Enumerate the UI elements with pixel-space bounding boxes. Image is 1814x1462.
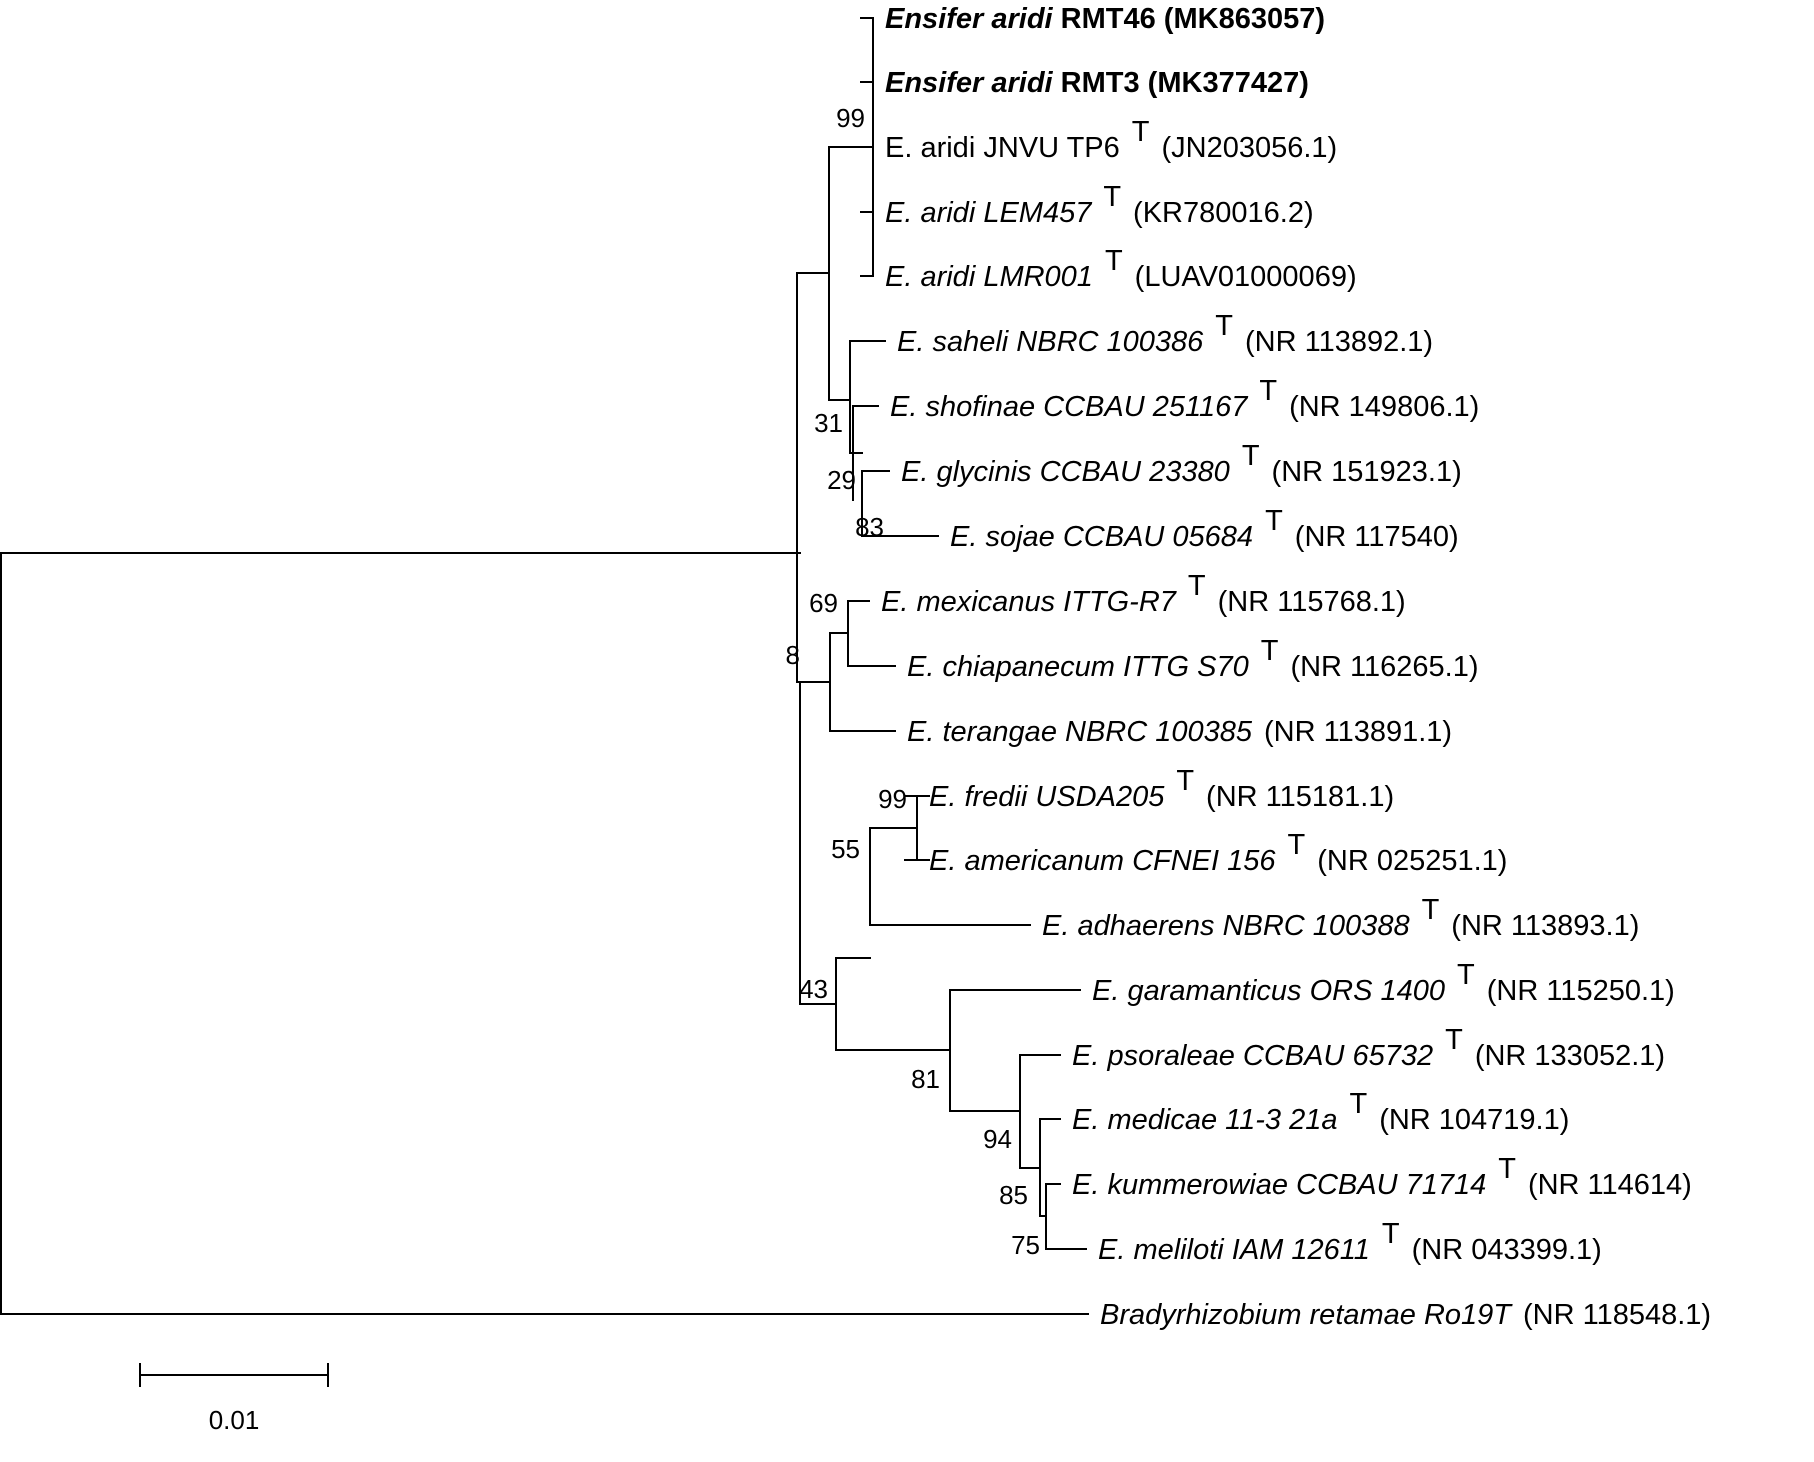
type-strain-marker: T — [1259, 375, 1277, 407]
bootstrap-value: 75 — [1011, 1230, 1040, 1260]
leaf-name: E. terangae NBRC 100385 — [907, 716, 1253, 748]
tree-leaf-labels: Ensifer aridi RMT46 (MK863057)Ensifer ar… — [881, 3, 1711, 1331]
leaf-label: E. glycinis CCBAU 23380 T (NR 151923.1) — [901, 440, 1462, 488]
bootstrap-value: 83 — [855, 512, 884, 542]
bootstrap-value: 55 — [831, 834, 860, 864]
bootstrap-value: 43 — [799, 974, 828, 1004]
leaf-name: Ensifer aridi — [885, 3, 1054, 35]
type-strain-marker: T — [1176, 765, 1194, 797]
leaf-name: RMT46 (MK863057) — [1053, 3, 1325, 35]
type-strain-marker: T — [1445, 1024, 1463, 1056]
leaf-label: Ensifer aridi RMT3 (MK377427) — [885, 67, 1309, 99]
bootstrap-value: 8 — [786, 640, 800, 670]
leaf-label: E. aridi JNVU TP6 T (JN203056.1) — [885, 116, 1337, 164]
accession-number: (NR 113892.1) — [1245, 326, 1433, 358]
tree-branches — [0, 17, 1089, 1315]
type-strain-marker: T — [1103, 181, 1121, 213]
type-strain-marker: T — [1457, 959, 1475, 991]
accession-number: (NR 115768.1) — [1218, 586, 1406, 618]
leaf-label: E. aridi LMR001 T (LUAV01000069) — [885, 245, 1357, 293]
type-strain-marker: T — [1349, 1088, 1367, 1120]
accession-number: (NR 118548.1) — [1523, 1299, 1711, 1331]
bootstrap-value: 85 — [999, 1180, 1028, 1210]
leaf-label: E. chiapanecum ITTG S70 T (NR 116265.1) — [907, 635, 1479, 683]
leaf-label: E. garamanticus ORS 1400 T (NR 115250.1) — [1092, 959, 1675, 1007]
accession-number: (JN203056.1) — [1161, 132, 1337, 164]
scale-bar-label: 0.01 — [209, 1405, 260, 1435]
leaf-label: E. aridi LEM457 T (KR780016.2) — [885, 181, 1314, 229]
leaf-label: E. meliloti IAM 12611 T (NR 043399.1) — [1098, 1218, 1602, 1266]
bootstrap-values: 99 31 29 83 69 8 99 55 43 81 94 85 75 — [786, 103, 1040, 1260]
leaf-name: Bradyrhizobium retamae Ro19T — [1100, 1299, 1513, 1331]
accession-number: (NR 115250.1) — [1487, 975, 1675, 1007]
leaf-name: E. mexicanus ITTG-R7 — [881, 586, 1178, 618]
bootstrap-value: 94 — [983, 1124, 1012, 1154]
accession-number: (LUAV01000069) — [1135, 261, 1357, 293]
leaf-name: E. sojae CCBAU 05684 — [950, 521, 1253, 553]
leaf-name: E. medicae 11-3 21a — [1072, 1104, 1337, 1136]
leaf-label: E. terangae NBRC 100385 (NR 113891.1) — [907, 716, 1452, 748]
leaf-name: E. americanum CFNEI 156 — [929, 845, 1276, 877]
leaf-label: E. fredii USDA205 T (NR 115181.1) — [929, 765, 1394, 813]
leaf-name: E. kummerowiae CCBAU 71714 — [1072, 1169, 1486, 1201]
type-strain-marker: T — [1498, 1153, 1516, 1185]
accession-number: (NR 113891.1) — [1264, 716, 1452, 748]
leaf-label: E. americanum CFNEI 156 T (NR 025251.1) — [929, 829, 1507, 877]
bootstrap-value: 99 — [836, 103, 865, 133]
leaf-name: E. aridi LEM457 — [885, 197, 1093, 229]
accession-number: (NR 149806.1) — [1289, 391, 1479, 423]
bootstrap-value: 69 — [809, 588, 838, 618]
leaf-label: E. mexicanus ITTG-R7 T (NR 115768.1) — [881, 570, 1406, 618]
type-strain-marker: T — [1382, 1218, 1400, 1250]
type-strain-marker: T — [1188, 570, 1206, 602]
accession-number: (NR 117540) — [1295, 521, 1459, 553]
accession-number: (NR 133052.1) — [1475, 1040, 1665, 1072]
accession-number: (NR 025251.1) — [1317, 845, 1507, 877]
type-strain-marker: T — [1242, 440, 1260, 472]
leaf-label: E. sojae CCBAU 05684 T (NR 117540) — [950, 505, 1459, 553]
leaf-name: E. psoraleae CCBAU 65732 — [1072, 1040, 1433, 1072]
type-strain-marker: T — [1132, 116, 1150, 148]
accession-number: (NR 043399.1) — [1412, 1234, 1602, 1266]
accession-number: (NR 116265.1) — [1290, 651, 1478, 683]
leaf-name: E. shofinae CCBAU 251167 — [890, 391, 1249, 423]
leaf-name: RMT3 (MK377427) — [1053, 67, 1309, 99]
type-strain-marker: T — [1265, 505, 1283, 537]
leaf-name: E. aridi LMR001 — [885, 261, 1093, 293]
leaf-label: E. psoraleae CCBAU 65732 T (NR 133052.1) — [1072, 1024, 1665, 1072]
leaf-name: E. glycinis CCBAU 23380 — [901, 456, 1230, 488]
bootstrap-value: 29 — [827, 465, 856, 495]
type-strain-marker: T — [1261, 635, 1279, 667]
leaf-label: E. saheli NBRC 100386 T (NR 113892.1) — [897, 310, 1433, 358]
accession-number: (NR 114614) — [1528, 1169, 1692, 1201]
leaf-label: E. shofinae CCBAU 251167 T (NR 149806.1) — [890, 375, 1479, 423]
leaf-name: E. saheli NBRC 100386 — [897, 326, 1204, 358]
type-strain-marker: T — [1288, 829, 1306, 861]
leaf-name: E. fredii USDA205 — [929, 781, 1165, 813]
type-strain-marker: T — [1105, 245, 1123, 277]
leaf-label: E. adhaerens NBRC 100388 T (NR 113893.1) — [1042, 894, 1639, 942]
leaf-name: E. garamanticus ORS 1400 — [1092, 975, 1445, 1007]
accession-number: (KR780016.2) — [1133, 197, 1314, 229]
accession-number: (NR 151923.1) — [1272, 456, 1462, 488]
leaf-name: E. adhaerens NBRC 100388 — [1042, 910, 1410, 942]
bootstrap-value: 99 — [878, 784, 907, 814]
type-strain-marker: T — [1215, 310, 1233, 342]
bootstrap-value: 81 — [911, 1064, 940, 1094]
leaf-label: Ensifer aridi RMT46 (MK863057) — [885, 3, 1325, 35]
accession-number: (NR 113893.1) — [1451, 910, 1639, 942]
leaf-name: Ensifer aridi — [885, 67, 1054, 99]
leaf-label: E. medicae 11-3 21a T (NR 104719.1) — [1072, 1088, 1569, 1136]
leaf-label: Bradyrhizobium retamae Ro19T (NR 118548.1… — [1100, 1299, 1711, 1331]
bootstrap-value: 31 — [814, 408, 843, 438]
leaf-name: E. meliloti IAM 12611 — [1098, 1234, 1370, 1266]
leaf-name: E. aridi JNVU TP6 — [885, 132, 1120, 164]
type-strain-marker: T — [1422, 894, 1440, 926]
leaf-name: E. chiapanecum ITTG S70 — [907, 651, 1249, 683]
accession-number: (NR 115181.1) — [1206, 781, 1394, 813]
scale-bar: 0.01 — [139, 1363, 329, 1435]
accession-number: (NR 104719.1) — [1379, 1104, 1569, 1136]
leaf-label: E. kummerowiae CCBAU 71714 T (NR 114614) — [1072, 1153, 1692, 1201]
